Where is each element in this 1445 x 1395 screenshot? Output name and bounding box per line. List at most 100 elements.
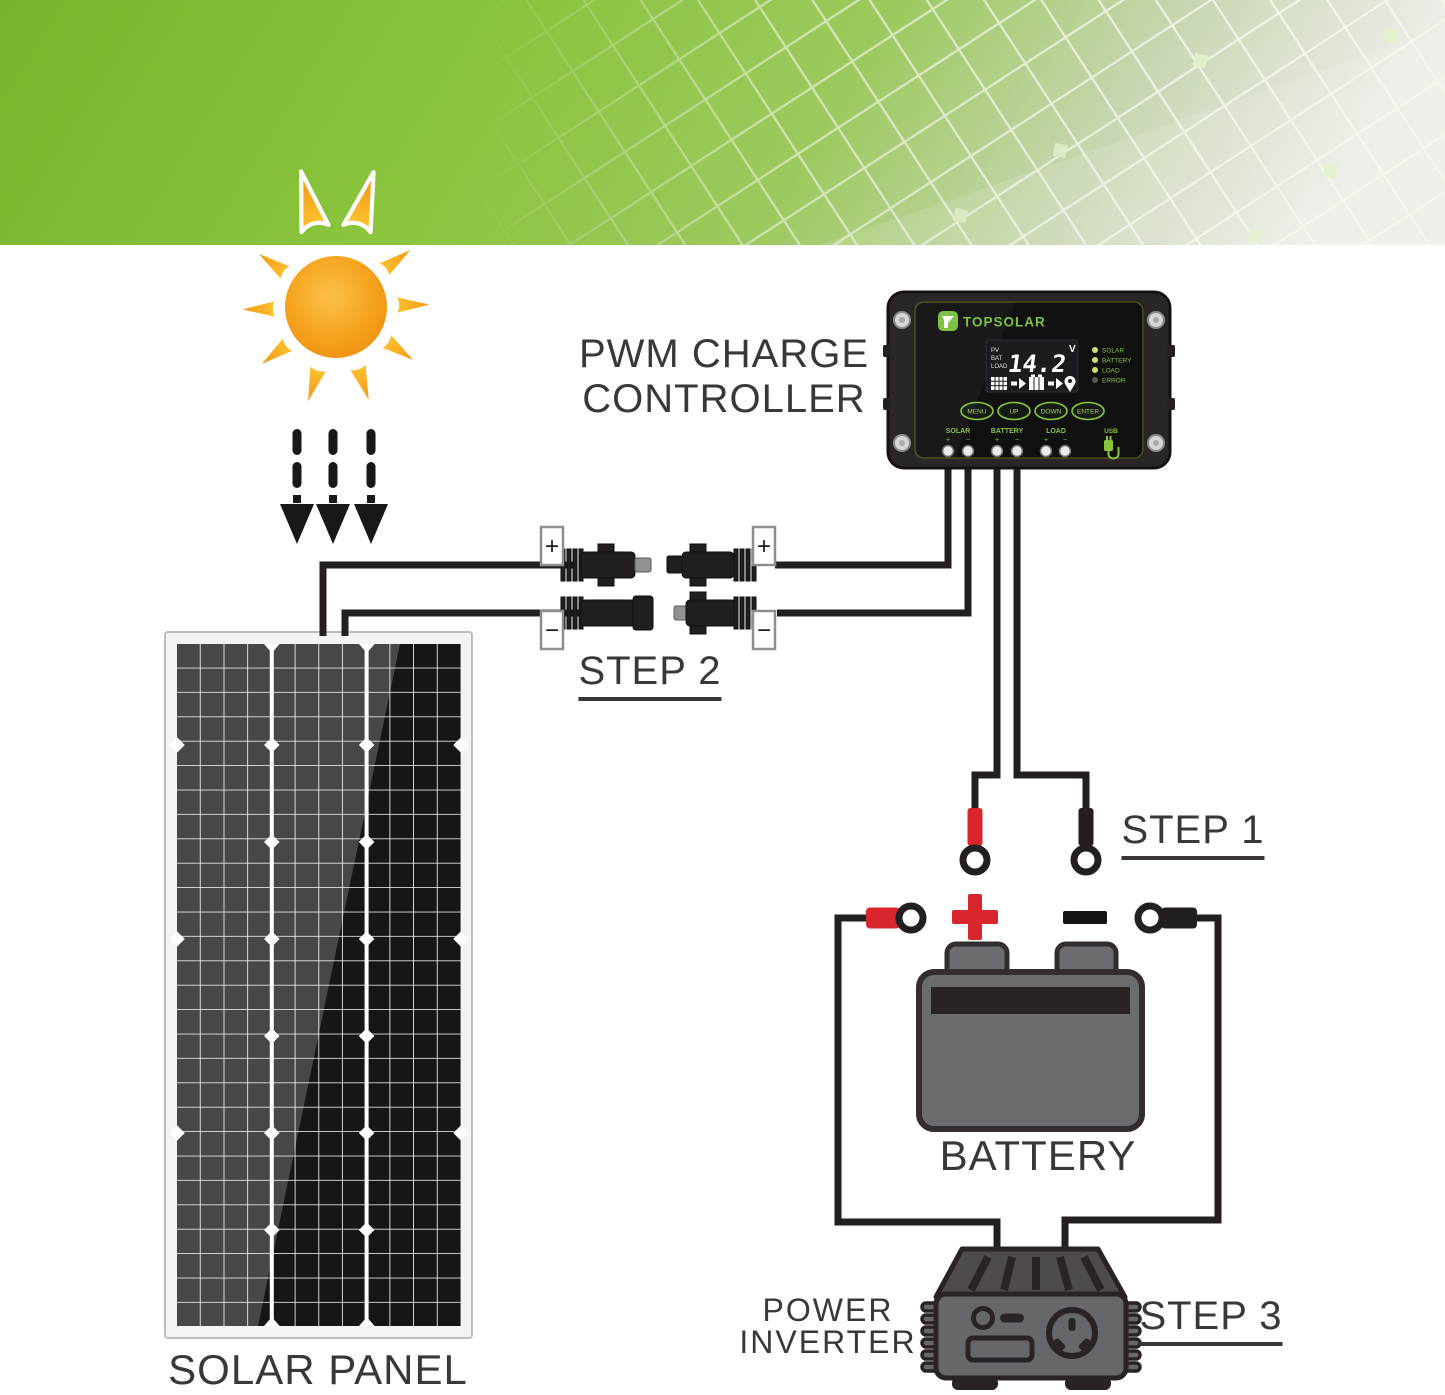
battery-minus-mark (1063, 911, 1107, 924)
menu-button-label: MENU (967, 409, 986, 416)
lcd-mode-bat: BAT (991, 356, 1003, 362)
led-battery (1092, 357, 1098, 363)
solar-panel (164, 631, 473, 1339)
brand-logo (938, 311, 958, 331)
terminal-polarity: + (1044, 437, 1048, 444)
up-button[interactable] (997, 401, 1031, 421)
terminal-polarity: + (995, 437, 999, 444)
polarity-tag-plus: + (539, 525, 565, 567)
status-leds: SOLAR BATTERY LOAD ERROR (1092, 347, 1132, 385)
svg-text:+: + (757, 533, 771, 560)
panel-glare (177, 644, 400, 1326)
panel-icon (991, 377, 1007, 390)
sunlight-arrows (280, 429, 388, 544)
terminal-polarity: + (946, 437, 950, 444)
banner-art (0, 0, 1445, 245)
inverter-vents (967, 1255, 1105, 1292)
menu-button[interactable] (960, 401, 994, 421)
wire-controller-solar-negative (777, 450, 972, 617)
wire-controller-battery-positive (971, 450, 1001, 814)
inverter-foot (952, 1377, 998, 1390)
polarity-tag-plus: + (751, 525, 777, 567)
ring-terminal (1134, 902, 1166, 934)
terminal-group-battery-label: BATTERY (991, 428, 1024, 435)
power-inverter-label-line2: INVERTER (739, 1324, 917, 1360)
wire-controller-solar-positive (775, 450, 952, 569)
inverter-foot (1065, 1377, 1111, 1390)
ac-socket (1046, 1307, 1098, 1359)
sunlight-arrow (316, 429, 350, 544)
charge-controller: TOPSOLAR PV BAT LOAD 14.2 V (883, 290, 1175, 470)
wire-panel-positive (319, 561, 577, 636)
inverter-switch (1000, 1313, 1024, 1323)
lcd-voltage-value: 14.2 (1006, 350, 1068, 378)
arrow-right-icon (1011, 378, 1026, 389)
step-3-label: STEP 3 (1139, 1294, 1283, 1346)
terminal-screw[interactable] (941, 444, 955, 458)
panel-cells (177, 644, 461, 1326)
black-terminal-sleeve (1161, 907, 1197, 929)
ring-terminal (1070, 844, 1102, 876)
step-1-label: STEP 1 (1121, 808, 1265, 860)
wire-battery-to-inverter-right (1061, 914, 1222, 1262)
terminal-group-solar-label: SOLAR (946, 428, 971, 435)
terminal-block: SOLAR BATTERY LOAD USB + − + − + − (941, 428, 1120, 460)
terminal-screw[interactable] (1058, 444, 1072, 458)
up-button-label: UP (1009, 409, 1018, 416)
mc4-male-pin (634, 557, 652, 573)
lcd-mode-pv: PV (991, 348, 999, 354)
red-terminal-sleeve (866, 907, 900, 929)
power-inverter-label: POWER INVERTER (739, 1294, 916, 1358)
banner-cell-grid (0, 0, 1445, 245)
panel-notches (264, 644, 375, 1326)
terminal-polarity: − (1063, 437, 1067, 444)
red-terminal-sleeve (967, 808, 983, 846)
terminal-screw[interactable] (1010, 444, 1024, 458)
sunlight-arrow (280, 429, 314, 544)
pwm-controller-label: PWM CHARGE CONTROLLER (579, 332, 869, 422)
lcd-flow-icons (991, 374, 1076, 392)
battery (866, 894, 1197, 1132)
polarity-tags: + + − − (539, 525, 777, 651)
controller-screen: PV BAT LOAD 14.2 V (985, 339, 1079, 393)
black-terminal-sleeve (1078, 808, 1094, 846)
lamp-icon (1064, 376, 1076, 392)
mounting-screws (893, 311, 1165, 452)
terminal-screw[interactable] (961, 444, 975, 458)
inverter-indicator (971, 1306, 995, 1330)
terminal-group-load-label: LOAD (1046, 428, 1066, 435)
arrow-right-icon (1048, 378, 1063, 389)
power-inverter (920, 1246, 1142, 1390)
power-inverter-label-line1: POWER (762, 1292, 894, 1328)
sunlight-arrow (354, 429, 388, 544)
pwm-controller-label-line1: PWM CHARGE (579, 332, 869, 376)
inverter-display (965, 1335, 1035, 1363)
usb-icon (1104, 436, 1120, 460)
down-button[interactable] (1034, 401, 1068, 421)
lcd-mode-load: LOAD (991, 364, 1008, 370)
wires (319, 450, 1222, 1262)
led-load (1092, 367, 1098, 373)
led-error (1092, 377, 1098, 383)
terminal-screw[interactable] (1039, 444, 1053, 458)
controller-buttons: MENU UP DOWN ENTER (960, 401, 1105, 421)
usb-label: USB (1104, 428, 1118, 435)
banner (0, 0, 1445, 245)
enter-button[interactable] (1071, 401, 1105, 421)
mc4-connectors-positive (560, 543, 757, 587)
wire-panel-negative (341, 609, 581, 636)
wire-controller-battery-negative (1013, 450, 1090, 814)
battery-body (916, 941, 1145, 1132)
svg-text:−: − (545, 617, 559, 644)
led-solar (1092, 347, 1098, 353)
step-2-label: STEP 2 (578, 649, 722, 701)
terminal-screw[interactable] (990, 444, 1004, 458)
terminal-polarity: − (966, 437, 970, 444)
led-solar-label: SOLAR (1102, 348, 1124, 355)
led-load-label: LOAD (1102, 368, 1120, 375)
svg-text:+: + (545, 533, 559, 560)
led-error-label: ERROR (1102, 378, 1126, 385)
controller-ring-terminals (959, 808, 1102, 876)
pwm-controller-label-line2: CONTROLLER (582, 376, 866, 421)
ring-terminal (959, 844, 991, 876)
